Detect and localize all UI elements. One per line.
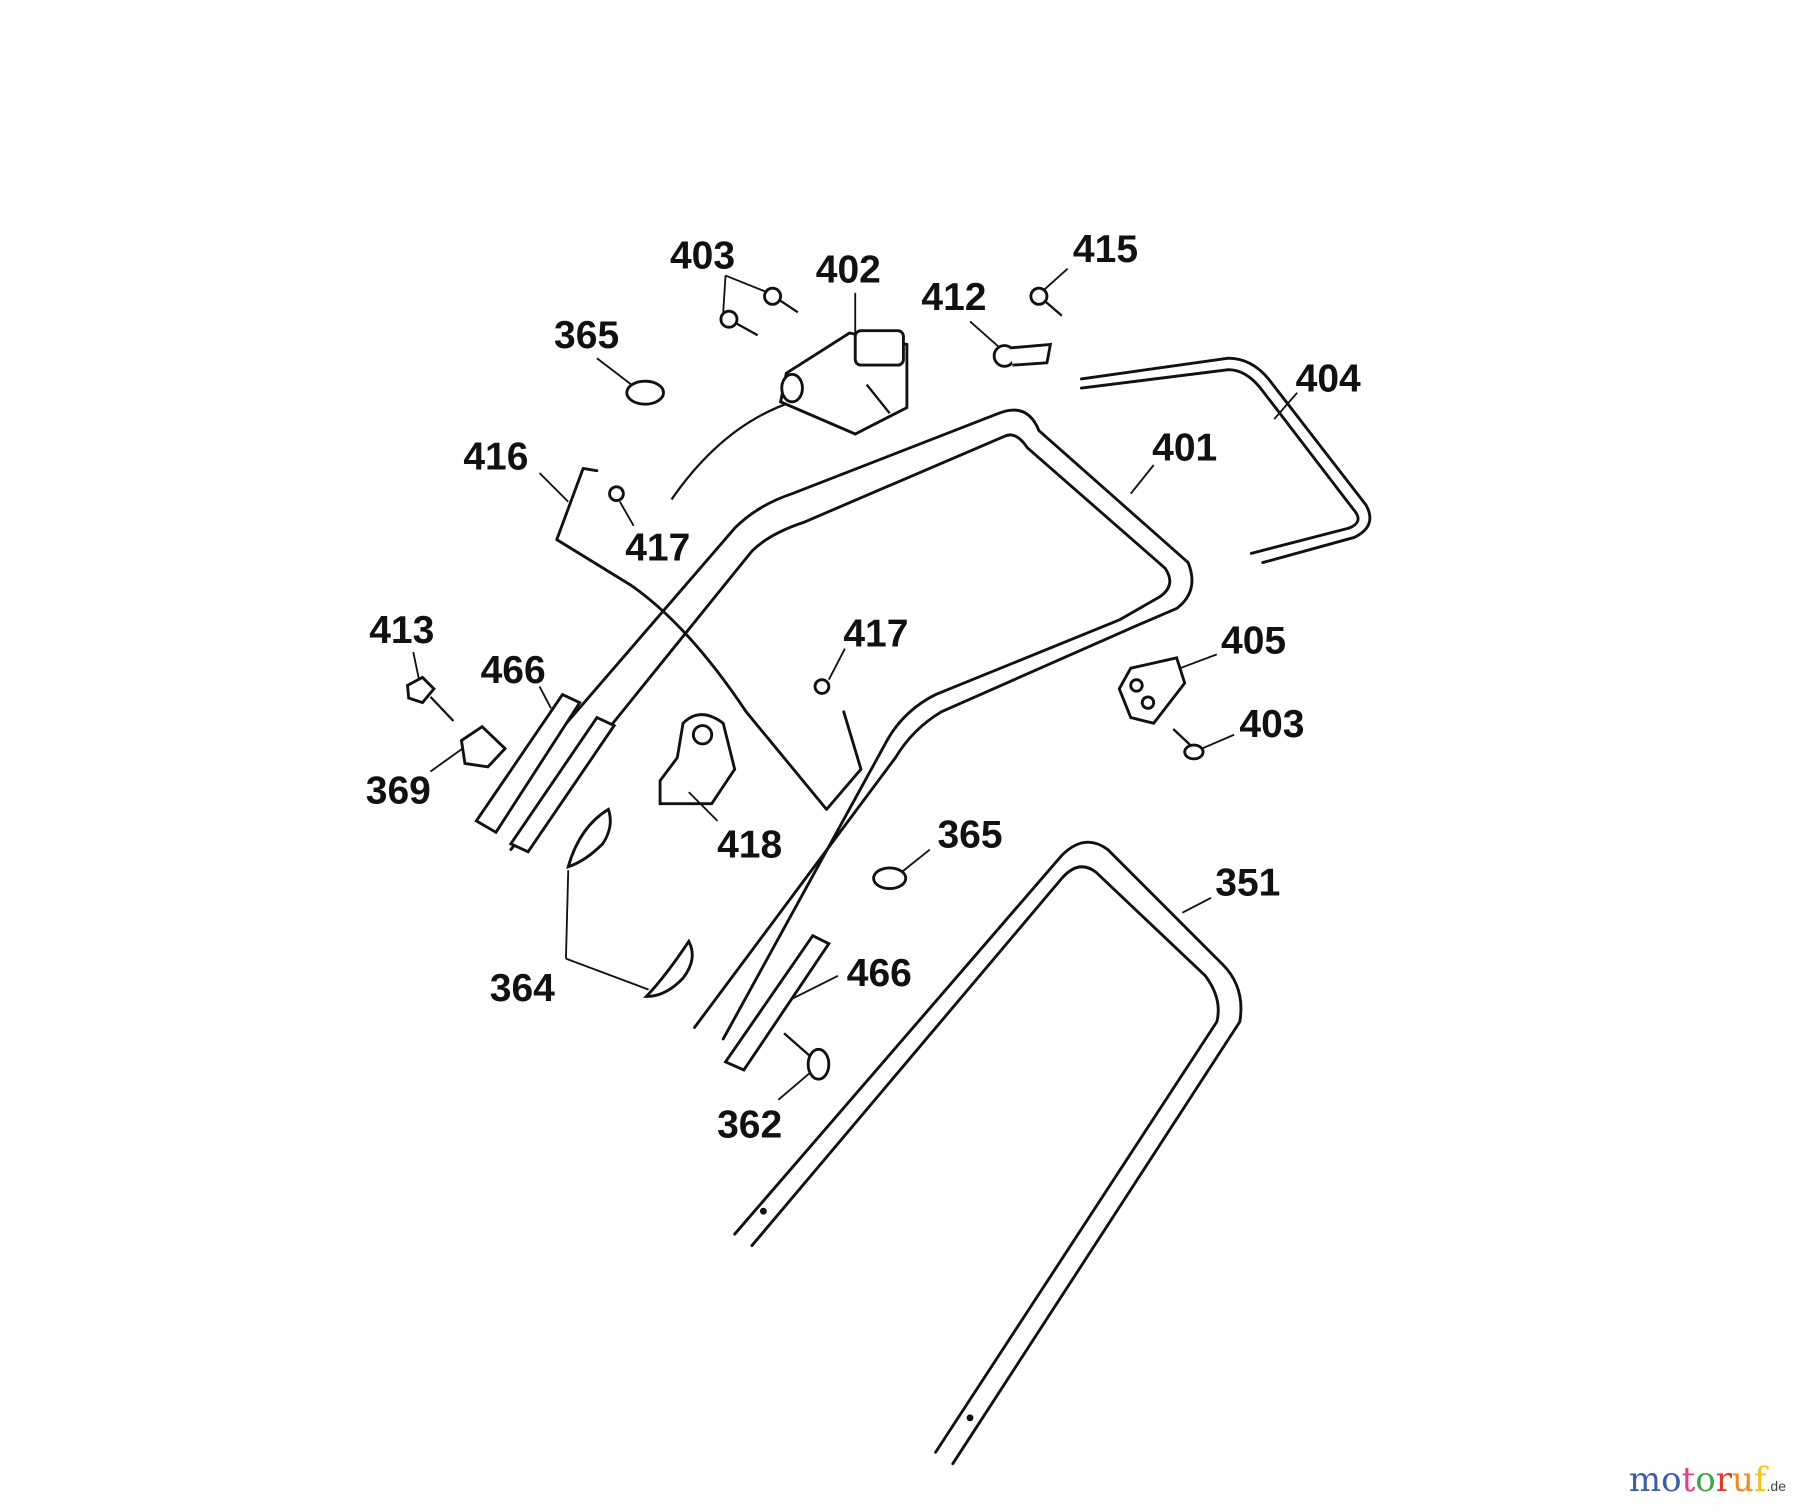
washer-417-top <box>608 485 625 503</box>
sleeve-466-right <box>723 933 831 1072</box>
cable-416 <box>555 467 863 811</box>
label-362: 362 <box>717 1104 782 1147</box>
watermark-logo: motoruf.de <box>1629 1460 1786 1500</box>
logo-letter: m <box>1628 1460 1662 1500</box>
logo-letter: o <box>1661 1460 1682 1500</box>
guide-418 <box>658 713 737 806</box>
label-417: 417 <box>843 612 908 655</box>
label-466: 466 <box>481 649 546 692</box>
bolt-403 <box>1172 728 1205 761</box>
screw-415 <box>1029 286 1063 317</box>
label-351: 351 <box>1215 861 1280 904</box>
label-412: 412 <box>921 276 986 319</box>
label-403: 403 <box>670 235 735 278</box>
label-413: 413 <box>369 609 434 652</box>
logo-suffix: .de <box>1766 1478 1786 1494</box>
label-418: 418 <box>717 824 782 867</box>
bracket-405 <box>1117 656 1187 725</box>
label-416: 416 <box>463 436 528 479</box>
upper-handle-401 <box>480 408 1194 1041</box>
bolt-362 <box>783 1032 831 1081</box>
label-401: 401 <box>1152 426 1217 469</box>
wing-nut-364-a <box>566 807 612 870</box>
label-417: 417 <box>625 526 690 569</box>
clip-365-top <box>625 379 665 406</box>
logo-letter: u <box>1732 1460 1754 1500</box>
part-labels: 403 402 415 412 365 404 401 416 417 413 … <box>366 228 1361 1147</box>
label-466: 466 <box>847 952 912 995</box>
control-cable <box>670 400 793 501</box>
clip-365-lower <box>872 866 908 891</box>
label-415: 415 <box>1073 228 1138 271</box>
label-364: 364 <box>490 967 555 1010</box>
small-parts <box>406 286 1205 1081</box>
logo-letter: t <box>1681 1460 1696 1500</box>
lower-handle-351 <box>733 840 1243 1466</box>
knob-413 <box>406 675 455 722</box>
control-box-402 <box>778 329 909 436</box>
label-369: 369 <box>366 770 431 813</box>
logo-letter: r <box>1715 1460 1733 1500</box>
label-405: 405 <box>1221 619 1286 662</box>
label-402: 402 <box>816 248 881 291</box>
clip-369 <box>459 724 508 769</box>
logo-letter: o <box>1695 1460 1716 1500</box>
sleeve-466-left <box>474 692 617 854</box>
washer-417-mid <box>813 678 831 695</box>
logo-letter: f <box>1753 1460 1767 1500</box>
wing-nut-364-b <box>642 938 694 998</box>
bail-bar-404 <box>1079 356 1372 565</box>
label-403: 403 <box>1239 703 1304 746</box>
clip-412 <box>992 342 1053 368</box>
label-404: 404 <box>1296 358 1361 401</box>
leader-lines <box>412 268 1298 1101</box>
label-365: 365 <box>937 813 1002 856</box>
label-365: 365 <box>554 314 619 357</box>
screw-403-top <box>719 286 799 337</box>
